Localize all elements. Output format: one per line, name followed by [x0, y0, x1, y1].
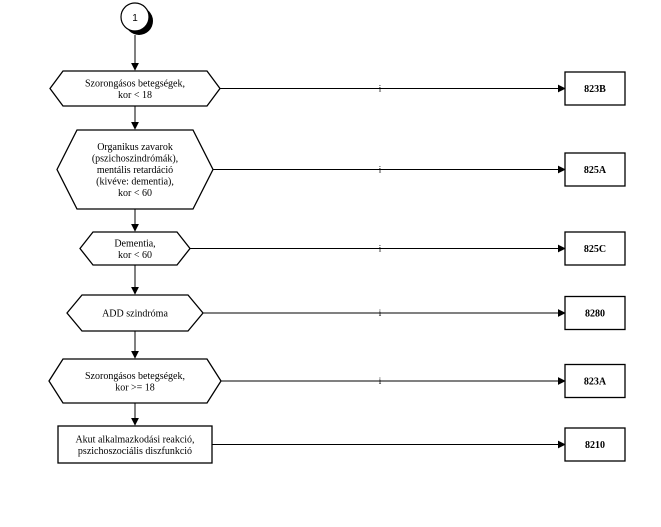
- code-label: 8210: [585, 440, 605, 451]
- branch-label: i: [379, 376, 382, 386]
- node-label: Dementia,: [114, 238, 155, 249]
- branch-label: i: [379, 244, 382, 254]
- code-box: [564, 152, 626, 187]
- flow-row: Szorongásos betegségek,kor < 18 i 823B: [49, 70, 626, 130]
- code-label: 823A: [584, 377, 607, 388]
- node-label: kor < 60: [118, 250, 152, 261]
- code-box: [564, 295, 626, 331]
- node-label: Akut alkalmazkodási reakció,: [75, 434, 194, 445]
- node-label: mentális retardáció: [97, 165, 173, 176]
- start-connector-label: 1: [132, 13, 138, 24]
- code-box: [564, 71, 626, 106]
- code-box: [564, 363, 626, 399]
- flow-row: Dementia,kor < 60 i 825C: [79, 231, 626, 295]
- code-label: 825A: [584, 165, 607, 176]
- branch-label: i: [379, 165, 382, 175]
- node-label: kor < 18: [118, 90, 152, 101]
- code-box: [564, 427, 626, 462]
- code-label: 8280: [585, 309, 605, 320]
- node-label: Organikus zavarok: [97, 142, 173, 153]
- start-connector-circle: [120, 2, 150, 32]
- node-label: kor < 60: [118, 188, 152, 199]
- flow-row: Akut alkalmazkodási reakció,pszichoszoci…: [57, 425, 626, 464]
- node-label: kor >= 18: [115, 382, 155, 393]
- flow-row: Szorongásos betegségek,kor >= 18 i 823A: [48, 358, 626, 426]
- flow-row: Organikus zavarok(pszichoszindrómák),men…: [56, 129, 626, 232]
- node-label: Szorongásos betegségek,: [85, 78, 185, 89]
- code-label: 825C: [584, 244, 606, 255]
- start-connector: 1: [120, 2, 153, 35]
- branch-label: i: [379, 84, 382, 94]
- node-label: (pszichoszindrómák),: [92, 154, 178, 165]
- code-box: [564, 231, 626, 266]
- code-label: 823B: [584, 84, 606, 95]
- branch-label: i: [379, 308, 382, 318]
- flow-row: ADD szindróma i 8280: [66, 294, 626, 359]
- node-label: ADD szindróma: [102, 309, 168, 320]
- node-label: (kivéve: dementia),: [96, 177, 174, 188]
- node-label: pszichoszociális diszfunkció: [78, 446, 192, 457]
- node-label: Szorongásos betegségek,: [85, 371, 185, 382]
- process-node: [57, 425, 213, 464]
